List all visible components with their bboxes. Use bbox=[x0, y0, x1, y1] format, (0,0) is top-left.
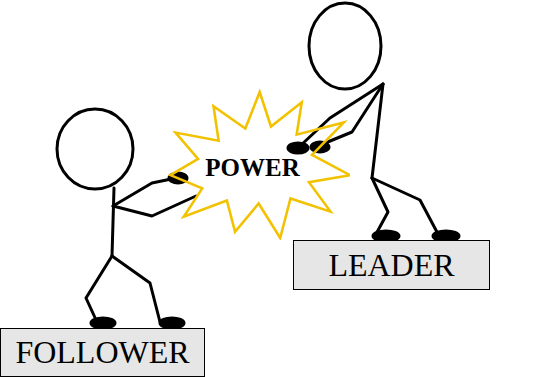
leader-arm bbox=[318, 84, 383, 146]
node-label: FOLLOWER bbox=[15, 334, 189, 371]
leader-box: LEADER bbox=[293, 240, 490, 290]
power-starburst: POWER bbox=[155, 88, 350, 240]
follower-foot bbox=[91, 318, 115, 328]
follower-arm bbox=[113, 196, 196, 216]
leader-head bbox=[309, 3, 381, 89]
leader-hand bbox=[288, 143, 308, 153]
leader-leg bbox=[372, 178, 388, 234]
follower-figure bbox=[57, 109, 196, 328]
follower-head bbox=[57, 109, 133, 189]
follower-body bbox=[112, 188, 114, 256]
leader-leg bbox=[372, 178, 438, 234]
node-label: LEADER bbox=[328, 247, 454, 284]
node-label: POWER bbox=[205, 154, 299, 182]
follower-arm bbox=[113, 178, 176, 206]
follower-leg bbox=[112, 256, 160, 322]
follower-foot bbox=[160, 318, 184, 328]
follower-box: FOLLOWER bbox=[0, 328, 205, 377]
follower-leg bbox=[86, 256, 112, 322]
starburst-path bbox=[170, 92, 350, 238]
leader-arm bbox=[300, 84, 383, 146]
